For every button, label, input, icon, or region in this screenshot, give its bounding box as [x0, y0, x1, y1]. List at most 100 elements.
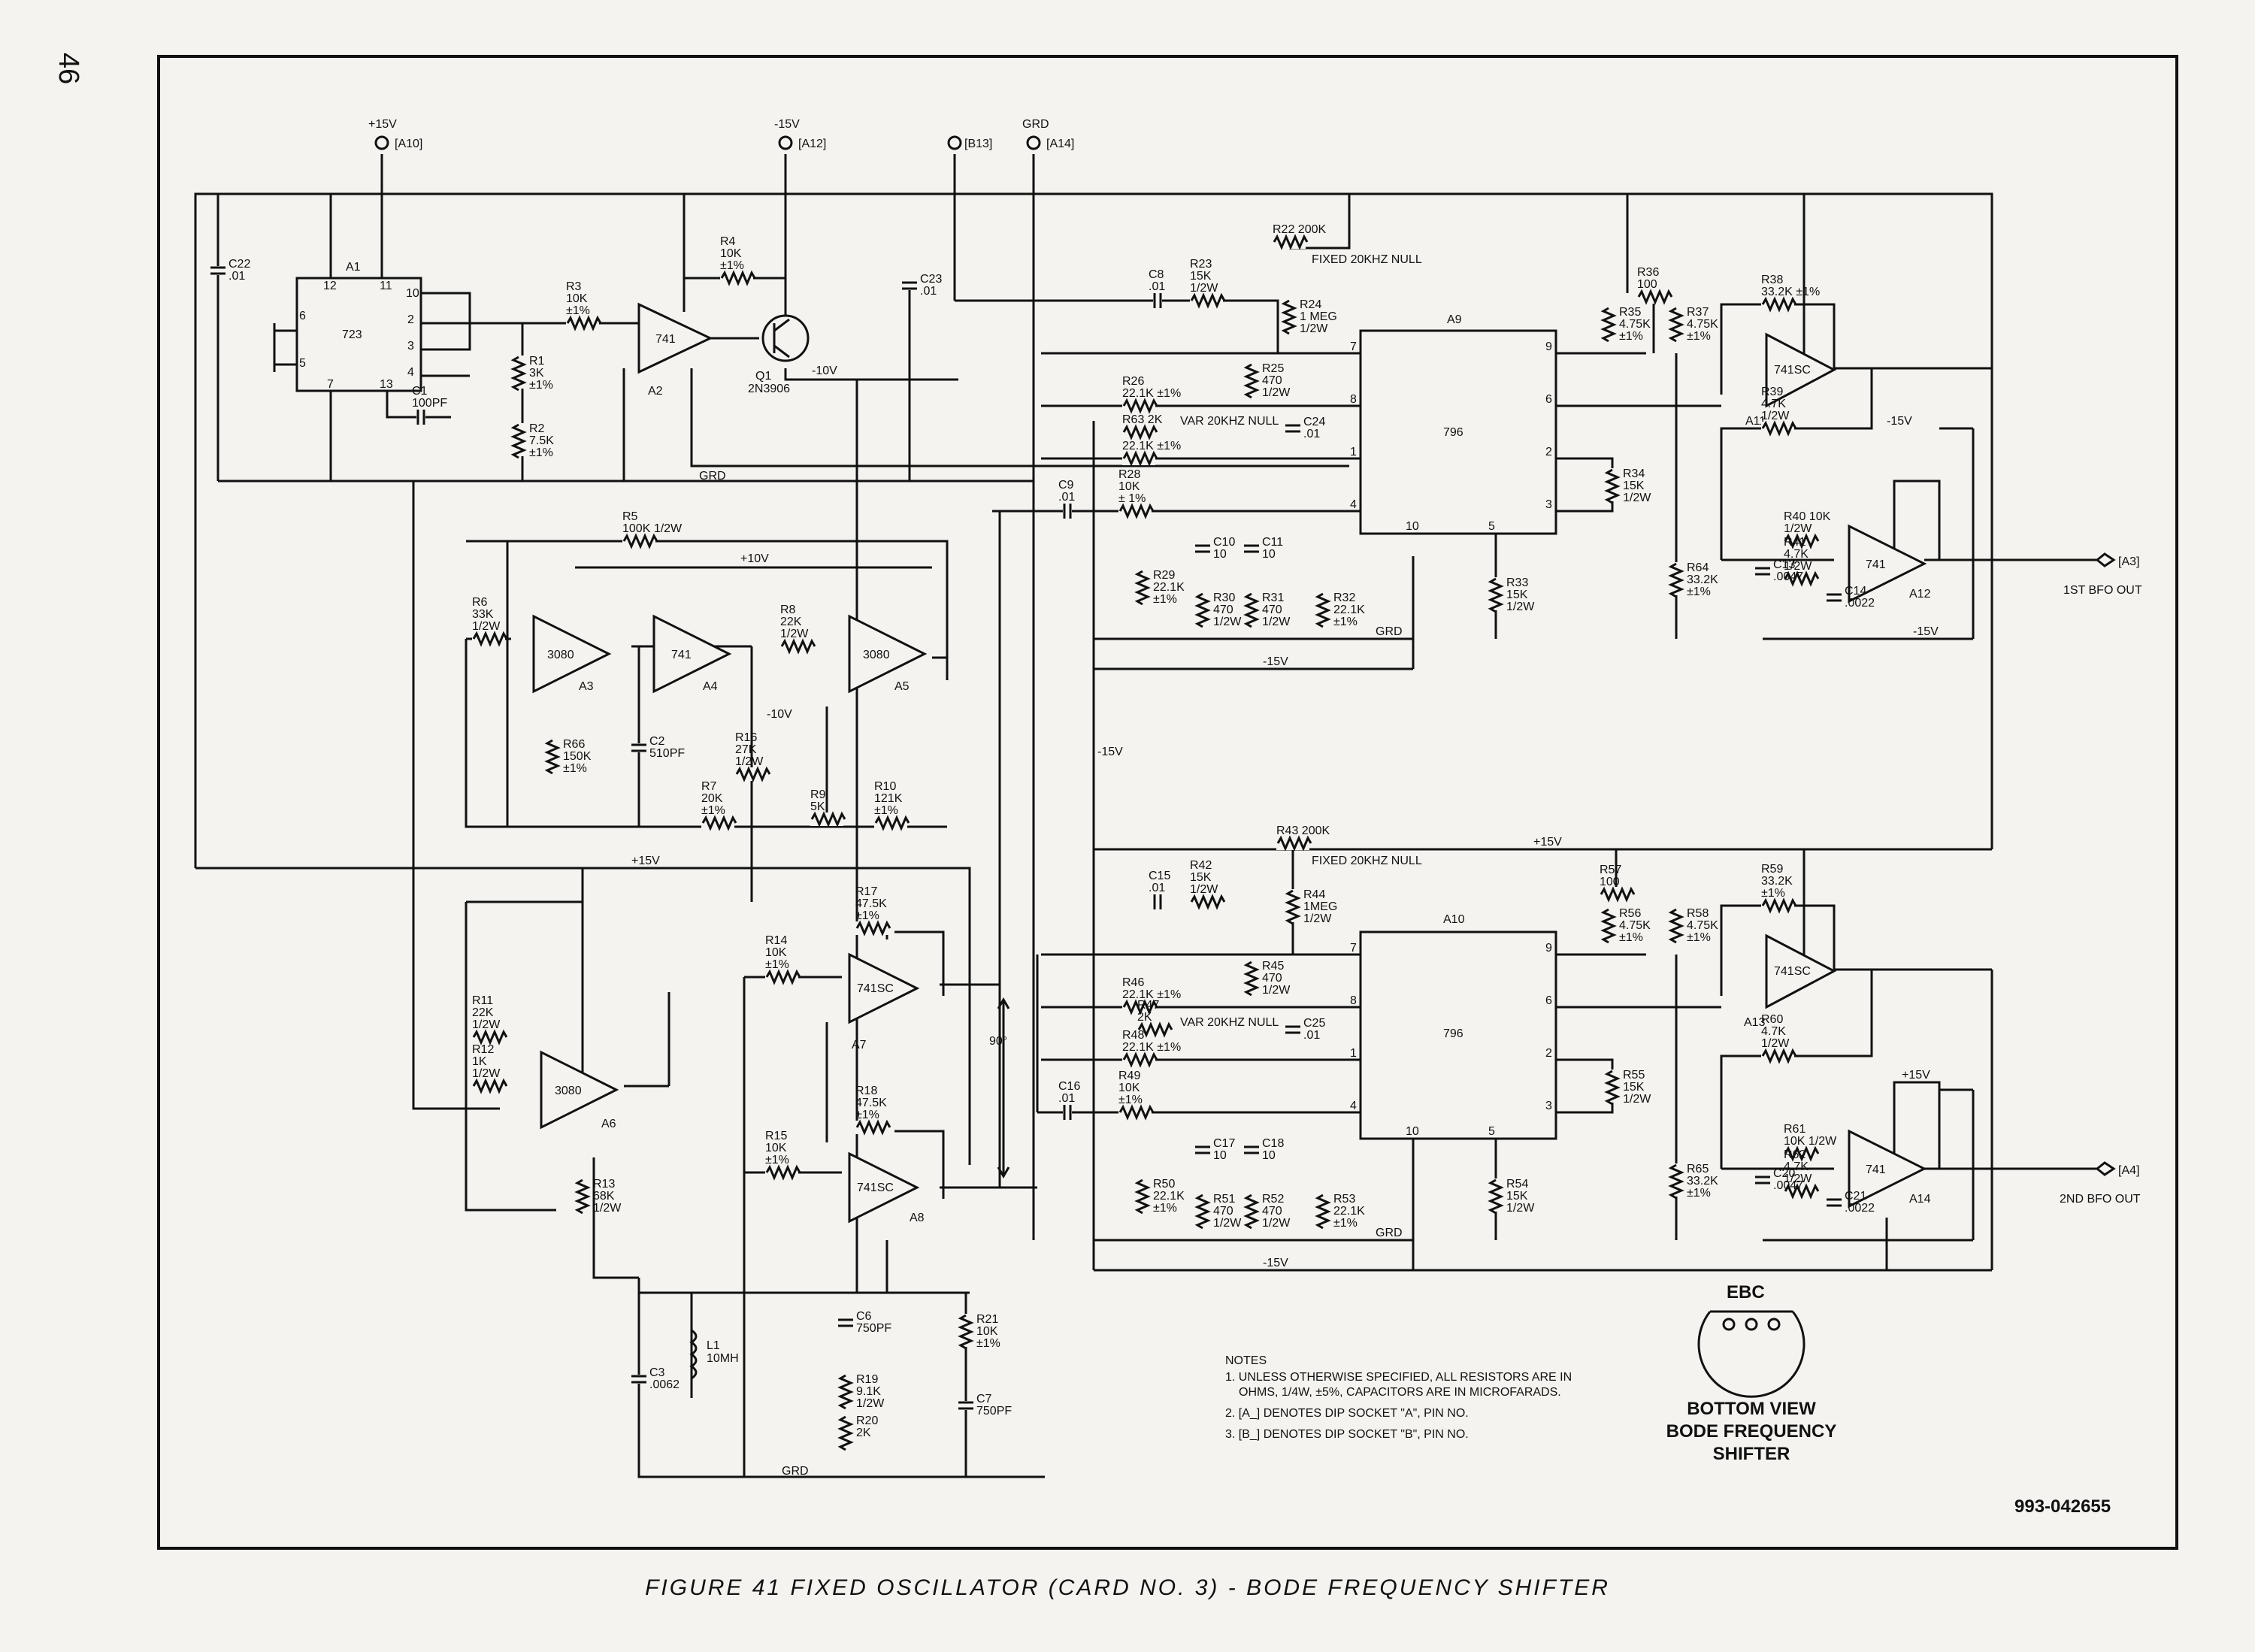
component-value: 22.1K ±1%: [1122, 988, 1181, 1001]
component-value: 100: [1600, 876, 1620, 888]
component-value: 470: [1262, 1205, 1282, 1218]
opamp-a12: 741 A12: [1848, 524, 1931, 604]
component-value: 1/2W: [1761, 1037, 1790, 1050]
resistor-icon: [1761, 1048, 1797, 1064]
component-value: ±1%: [976, 1337, 1000, 1350]
component-value: .01: [229, 270, 245, 283]
page-number: 46: [53, 53, 84, 85]
ic-type: 741: [1866, 1163, 1886, 1176]
component-value: 510PF: [649, 747, 685, 760]
capacitor-c16: C16.01: [1058, 1080, 1080, 1121]
resistor-icon: [958, 1314, 974, 1350]
terminal-voltage: GRD: [1022, 118, 1049, 131]
component-value: 1/2W: [1506, 1202, 1535, 1215]
component-ref: R18: [855, 1085, 877, 1097]
component-ref: R25: [1262, 362, 1284, 375]
ic-type: 741: [1866, 558, 1886, 571]
component-ref: C1: [412, 385, 428, 398]
opamp-body: [848, 614, 928, 694]
component-value: 470: [1213, 604, 1233, 616]
component-value: 10K: [1118, 480, 1140, 493]
ic-ref: A13: [1744, 1016, 1766, 1029]
resistor-icon: [1604, 1070, 1621, 1106]
component-ref: R30: [1213, 592, 1235, 604]
resistor-icon: [855, 1119, 891, 1136]
component-ref: C11: [1262, 536, 1283, 549]
resistor-icon: [1243, 592, 1260, 628]
component-value: 4.7K: [1784, 548, 1809, 561]
component-value: 1 MEG: [1300, 310, 1337, 323]
ic-pin: 1: [1350, 1047, 1357, 1060]
component-value: 10K: [765, 1142, 787, 1154]
component-value: 20K: [701, 792, 723, 805]
ic-body: [295, 277, 422, 392]
component-value: ± 1%: [1118, 492, 1146, 505]
component-value: 1/2W: [1262, 1217, 1291, 1230]
ic-pin: 7: [1350, 340, 1357, 353]
component-value: 15K: [1506, 1190, 1528, 1203]
opamp-body: [1848, 1129, 1927, 1209]
rail-label-neg15: -15V: [1263, 1257, 1288, 1269]
component-ref: C2: [649, 735, 665, 748]
inductor-l1: L1 10MH: [689, 1329, 739, 1380]
ic-pin: 11: [380, 280, 392, 292]
component-value: ±1%: [1687, 931, 1711, 944]
ic-pin: 13: [380, 378, 393, 391]
component-value: 2K: [1137, 1011, 1152, 1024]
capacitor-layer: C1100PFC2510PFC3.0062C6750PFC7750PFC8.01…: [209, 258, 1875, 1418]
component-ref: R61: [1784, 1123, 1806, 1136]
terminal-grd: GRD [A14]: [1022, 118, 1074, 150]
component-ref: R59: [1761, 863, 1783, 876]
component-ref: R55: [1623, 1069, 1645, 1082]
drawing-number: 993-042655: [2014, 1496, 2111, 1517]
resistor-icon: [1122, 398, 1158, 414]
component-value: ±1%: [529, 446, 553, 459]
rail-label-neg10: -10V: [767, 708, 792, 721]
terminal-pin: [A4]: [2118, 1164, 2139, 1177]
component-value: 1/2W: [472, 1067, 501, 1080]
resistor-icon: [1273, 234, 1309, 250]
component-ref: R54: [1506, 1178, 1528, 1191]
component-value: 47.5K: [855, 1097, 887, 1109]
component-value: 1/2W: [1262, 984, 1291, 997]
component-value: ±1%: [765, 958, 789, 971]
component-value: ±1%: [701, 804, 725, 817]
component-value: 121K: [874, 792, 903, 805]
resistor-icon: [1190, 292, 1226, 309]
component-value: 10: [1262, 1149, 1276, 1162]
component-value: ±1%: [1619, 931, 1643, 944]
opamp-a13: 741SC A13: [1744, 933, 1837, 1029]
component-value: 10K: [566, 292, 588, 305]
component-value: 10: [1213, 548, 1227, 561]
component-ref: R60: [1761, 1013, 1783, 1026]
component-ref: R33: [1506, 576, 1528, 589]
component-value: 1/2W: [1761, 410, 1790, 422]
resistor-icon: [765, 1164, 801, 1181]
capacitor-c14: C14.0022: [1825, 585, 1875, 610]
capacitor-c9: C9.01: [1058, 479, 1075, 520]
resistor-icon: [1784, 1145, 1820, 1162]
note-line: 2. [A_] DENOTES DIP SOCKET "A", PIN NO.: [1225, 1407, 1469, 1420]
resistor-icon: [1243, 1194, 1260, 1230]
rail-label-neg15: -15V: [1263, 655, 1288, 668]
component-value: 1K: [472, 1055, 487, 1068]
ic-pin: 9: [1545, 340, 1552, 353]
component-ref: C24: [1303, 416, 1325, 428]
